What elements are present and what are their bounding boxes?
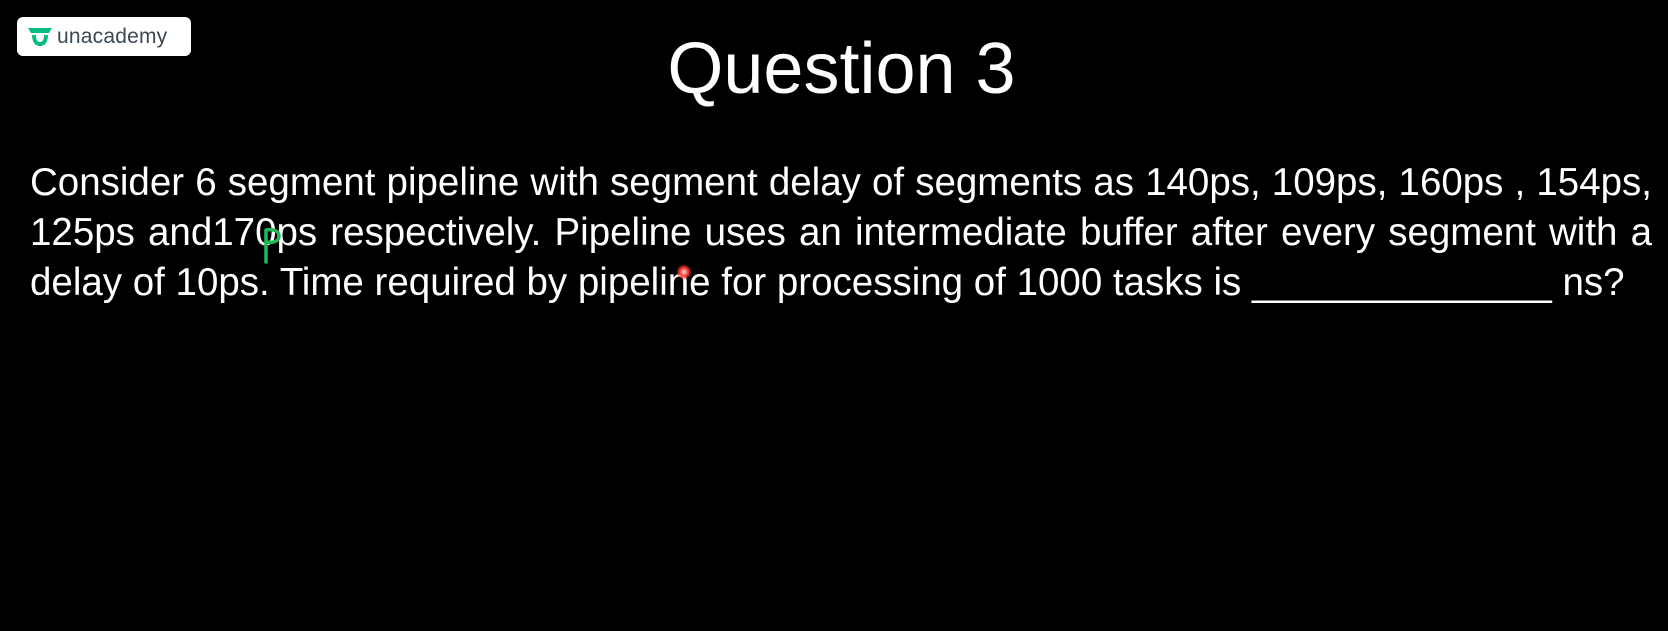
unacademy-logo: unacademy [17,17,191,56]
slide-title: Question 3 [667,29,1016,109]
ink-annotation [264,227,281,264]
brand-name: unacademy [57,24,168,48]
unacademy-logo-icon [28,27,52,46]
laser-pointer-dot [677,265,691,279]
question-text: Consider 6 segment pipeline with segment… [30,161,1652,304]
